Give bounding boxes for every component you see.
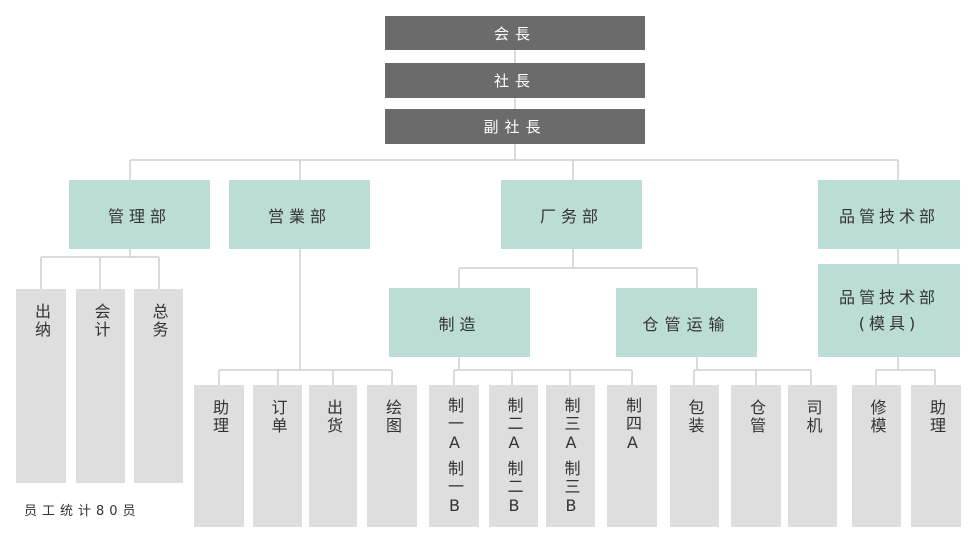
warehouse-unit-label: 仓管 [747, 399, 766, 435]
manufacturing-unit-a-label: 制二A [504, 397, 524, 454]
sales-unit-label: 绘图 [383, 399, 402, 435]
qa-unit-assistant: 助理 [911, 385, 961, 527]
sales-unit-label: 订单 [268, 399, 288, 435]
admin-department-box: 管理部 [69, 180, 210, 249]
manufacturing-box: 制造 [389, 288, 530, 357]
chairman-box: 会長 [385, 16, 645, 50]
manufacturing-unit-b-label: 制二B [504, 460, 524, 517]
qa-department-label: 品管技术部 [838, 206, 939, 226]
qa-mold-department-box: 品管技术部 (模具) [818, 264, 960, 357]
manufacturing-unit-2: 制二A 制二B [489, 385, 538, 527]
admin-unit-general-affairs: 总务 [134, 289, 183, 483]
sales-department-label: 営業部 [267, 206, 331, 226]
manufacturing-unit-a-label: 制四A [623, 397, 642, 454]
qa-mold-label-line2: (模具) [858, 313, 920, 333]
sales-unit-assistant: 助理 [194, 385, 244, 527]
sales-unit-drafting: 绘图 [367, 385, 417, 527]
manufacturing-unit-4: 制四A [607, 385, 657, 527]
manufacturing-unit-a-label: 制三A [561, 397, 581, 454]
sales-unit-label: 助理 [210, 399, 229, 435]
sales-unit-orders: 订单 [253, 385, 302, 527]
warehouse-transport-label: 仓管运输 [642, 314, 731, 334]
warehouse-unit-label: 包装 [685, 399, 705, 435]
sales-department-box: 営業部 [229, 180, 370, 249]
warehouse-unit-storage: 仓管 [731, 385, 781, 527]
qa-unit-label: 助理 [927, 399, 946, 435]
admin-unit-label: 总务 [149, 303, 169, 339]
qa-mold-label-line1: 品管技术部 [838, 287, 939, 307]
qa-unit-mold-repair: 修模 [852, 385, 901, 527]
qa-unit-label: 修模 [867, 399, 887, 435]
admin-unit-label: 会计 [91, 303, 111, 339]
warehouse-unit-label: 司机 [803, 399, 823, 435]
admin-department-label: 管理部 [107, 206, 171, 226]
admin-unit-label: 出纳 [32, 303, 51, 339]
admin-unit-accounting: 会计 [76, 289, 125, 483]
president-label: 社長 [493, 72, 536, 90]
manufacturing-unit-b-label: 制一B [445, 460, 464, 517]
manufacturing-unit-1: 制一A 制一B [429, 385, 479, 527]
manufacturing-label: 制造 [438, 314, 481, 334]
manufacturing-unit-b-label: 制三B [561, 460, 581, 517]
factory-department-box: 厂务部 [501, 180, 642, 249]
sales-unit-label: 出货 [324, 399, 343, 435]
warehouse-unit-driver: 司机 [788, 385, 837, 527]
warehouse-transport-box: 仓管运输 [616, 288, 757, 357]
warehouse-unit-packing: 包装 [670, 385, 719, 527]
qa-department-box: 品管技术部 [818, 180, 960, 249]
chairman-label: 会長 [493, 24, 536, 43]
sales-unit-shipping: 出货 [309, 385, 357, 527]
manufacturing-unit-a-label: 制一A [445, 397, 464, 454]
vice-president-label: 副社長 [483, 118, 547, 136]
manufacturing-unit-3: 制三A 制三B [546, 385, 595, 527]
factory-department-label: 厂务部 [539, 206, 603, 226]
vice-president-box: 副社長 [385, 109, 645, 144]
admin-unit-cashier: 出纳 [16, 289, 66, 483]
president-box: 社長 [385, 63, 645, 98]
staff-count-caption: 员工统计80员 [24, 504, 141, 519]
